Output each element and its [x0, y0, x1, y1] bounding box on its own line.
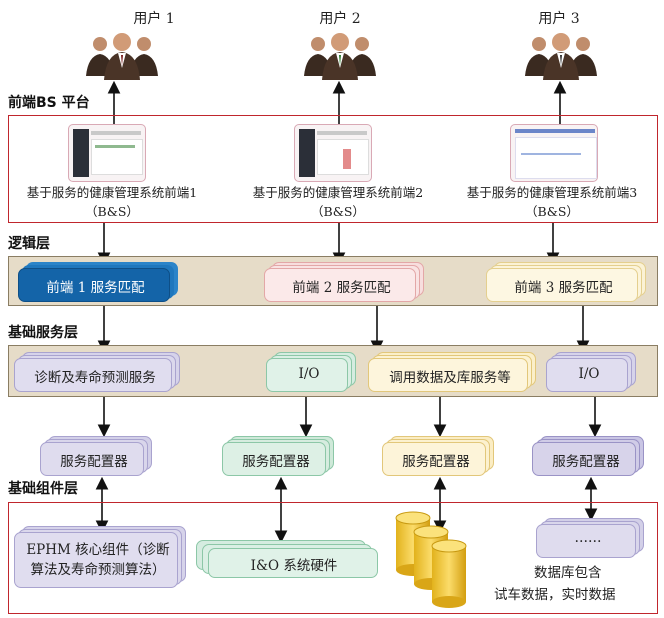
user-group-3: 用户 3 — [517, 8, 617, 80]
database-description-line-2: 试车数据，实时数据 — [494, 587, 616, 603]
component-io-hardware: I&O 系统硬件 — [196, 540, 378, 580]
service-configurator-4: 服务配置器 — [532, 436, 648, 476]
configurator-label: 服务配置器 — [552, 454, 620, 470]
frontend-screenshot-3 — [510, 124, 598, 182]
frontend-1-name: 基于服务的健康管理系统前端1 — [26, 185, 198, 200]
frontend-2-name: 基于服务的健康管理系统前端2 — [252, 185, 424, 200]
database-description: 数据库包含 试车数据，实时数据 — [494, 562, 616, 606]
logic-box-label: 前端 1 服务匹配 — [46, 280, 145, 296]
frontend-frame — [8, 115, 658, 223]
logic-box-frontend-1: 前端 1 服务匹配 — [18, 262, 183, 302]
component-ephm-line-1: EPHM 核心组件（诊断 — [26, 542, 170, 558]
component-ephm-label: EPHM 核心组件（诊断 算法及寿命预测算法） — [14, 540, 182, 580]
base-component-frame — [8, 502, 658, 614]
logic-box-frontend-2: 前端 2 服务匹配 — [264, 262, 429, 302]
frontend-screenshot-2 — [294, 124, 372, 182]
service-box-label: I/O — [578, 366, 600, 382]
users-icon — [86, 33, 158, 80]
frontend-3-label: 基于服务的健康管理系统前端3 （B&S） — [452, 183, 652, 221]
service-configurator-3: 服务配置器 — [382, 436, 498, 476]
component-dots-label: …… — [574, 530, 602, 546]
user-label: 用户 2 — [319, 11, 361, 27]
component-ephm-line-2: 算法及寿命预测算法） — [30, 562, 166, 578]
component-dots: …… — [536, 518, 648, 558]
frontend-3-name: 基于服务的健康管理系统前端3 — [466, 185, 638, 200]
service-box-data-call: 调用数据及库服务等 — [368, 352, 540, 392]
service-box-io-2: I/O — [546, 352, 640, 392]
users-icon — [525, 33, 597, 80]
service-box-label: 诊断及寿命预测服务 — [34, 370, 156, 386]
logic-box-frontend-3: 前端 3 服务匹配 — [486, 262, 651, 302]
configurator-label: 服务配置器 — [402, 454, 470, 470]
layer-label-frontend: 前端BS 平台 — [8, 95, 90, 111]
frontend-3-tag: （B&S） — [525, 204, 579, 219]
layer-label-base-service: 基础服务层 — [8, 325, 78, 341]
users-icon — [304, 33, 376, 80]
frontend-2-tag: （B&S） — [311, 204, 365, 219]
service-box-diagnosis: 诊断及寿命预测服务 — [14, 352, 184, 392]
frontend-1-label: 基于服务的健康管理系统前端1 （B&S） — [12, 183, 212, 221]
service-configurator-1: 服务配置器 — [40, 436, 156, 476]
database-cylinders-icon — [395, 511, 467, 608]
service-box-io-1: I/O — [266, 352, 360, 392]
component-io-hw-label: I&O 系统硬件 — [250, 558, 338, 574]
service-configurator-2: 服务配置器 — [222, 436, 338, 476]
user-label: 用户 3 — [538, 11, 580, 27]
logic-box-label: 前端 3 服务匹配 — [514, 280, 613, 296]
frontend-2-label: 基于服务的健康管理系统前端2 （B&S） — [238, 183, 438, 221]
service-box-label: 调用数据及库服务等 — [389, 370, 511, 386]
layer-label-base-component: 基础组件层 — [8, 481, 78, 497]
frontend-screenshot-1 — [68, 124, 146, 182]
user-group-2: 用户 2 — [296, 8, 396, 80]
component-ephm-core: EPHM 核心组件（诊断 算法及寿命预测算法） — [14, 526, 190, 588]
user-group-1: 用户 1 — [74, 8, 175, 80]
configurator-label: 服务配置器 — [60, 454, 128, 470]
service-box-label: I/O — [298, 366, 320, 382]
user-label: 用户 1 — [133, 11, 175, 27]
configurator-label: 服务配置器 — [242, 454, 310, 470]
logic-box-label: 前端 2 服务匹配 — [292, 280, 391, 296]
frontend-1-tag: （B&S） — [85, 204, 139, 219]
database-description-line-1: 数据库包含 — [534, 565, 602, 581]
layer-label-logic: 逻辑层 — [8, 236, 50, 252]
